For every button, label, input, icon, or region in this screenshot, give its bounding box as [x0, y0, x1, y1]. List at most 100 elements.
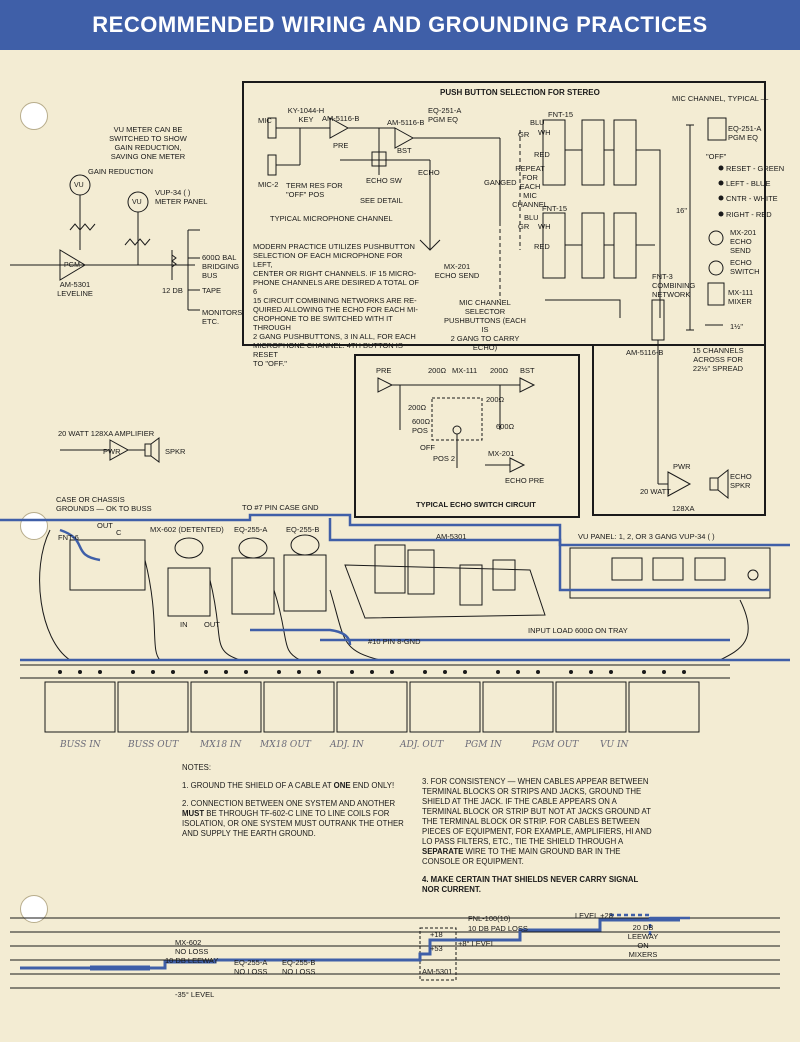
- out2-label: OUT: [204, 620, 220, 629]
- pwr-left-label: PWR: [103, 447, 121, 456]
- punch-hole: [20, 512, 48, 540]
- gain-reduction-label: GAIN REDUCTION: [88, 167, 154, 176]
- echo-box-title: TYPICAL ECHO SWITCH CIRCUIT: [416, 500, 536, 509]
- blu-label: BLU: [530, 118, 545, 127]
- eq251-pgm-label: EQ-251-A PGM EQ: [428, 106, 462, 124]
- jack-label: MX18 OUT: [260, 740, 311, 750]
- ky1044-key-label: KY-1044-H KEY: [287, 106, 325, 124]
- am5116-pre-label: AM-5116-B: [322, 114, 360, 123]
- red2-label: RED: [534, 242, 550, 251]
- dim-1-5-label: 1½": [730, 322, 744, 331]
- level-plus53-label: +53: [430, 944, 443, 953]
- echo-spkr-label: ECHO SPKR: [730, 472, 752, 490]
- am5301-hardware-label: AM-5301: [436, 532, 467, 541]
- gr-label: GR: [518, 130, 530, 139]
- echo-label: ECHO: [418, 168, 440, 177]
- am5116-bst-label: AM-5116-B: [387, 118, 425, 127]
- level-am5301-label: AM-5301: [422, 967, 453, 976]
- see-detail-label: SEE DETAIL: [360, 196, 403, 205]
- pos2-label: POS 2: [433, 454, 456, 463]
- vu-switch-note: VU METER CAN BE SWITCHED TO SHOW GAIN RE…: [109, 125, 187, 161]
- bal-bus-label: 600Ω BAL BRIDGING BUS: [202, 253, 240, 280]
- vu-meter-label: VU: [74, 182, 84, 189]
- note-1: 1. GROUND THE SHIELD OF A CABLE AT ONE E…: [182, 781, 395, 790]
- fifteen-channels-label: 15 CHANNELS ACROSS FOR 22½" SPREAD: [692, 346, 744, 373]
- spkr-label: SPKR: [165, 447, 186, 456]
- 12db-label: 12 db: [162, 286, 183, 295]
- mx111-label: MX-111: [452, 366, 478, 375]
- red-label: RED: [534, 150, 550, 159]
- to-pin7-label: TO #7 PIN CASE GND: [242, 503, 319, 512]
- level-35-label: -35° LEVEL: [175, 990, 215, 999]
- left-blue-label: LEFT - BLUE: [726, 179, 771, 188]
- ganged-label: GANGED: [484, 178, 517, 187]
- pre-label: PRE: [333, 141, 349, 150]
- 20w-amplifier-label: 20 WATT 128XA AMPLIFIER: [58, 429, 155, 438]
- level-eq255a-label: EQ-255-A NO LOSS: [234, 958, 268, 976]
- r200d-label: 200Ω: [486, 395, 505, 404]
- fnt3-symbol: [651, 299, 665, 341]
- level-pad10-label: 10 DB PAD LOSS: [468, 924, 528, 933]
- jack-label: VU IN: [600, 740, 629, 750]
- am5116-output-label: AM-5116-B: [626, 348, 664, 357]
- jack-label: PGM OUT: [532, 740, 579, 750]
- gr2-label: GR: [518, 222, 530, 231]
- echo-mx201-label: MX-201: [488, 449, 515, 458]
- mx201-echo-send-label: MX-201 ECHO SEND: [434, 262, 480, 280]
- bst-label: BST: [397, 146, 412, 155]
- level-mx602-label: MX-602: [175, 938, 202, 947]
- wh2-label: WH: [538, 222, 551, 231]
- stereo-box-title: PUSH BUTTON SELECTION FOR STEREO: [440, 88, 600, 97]
- echo-switch-label: ECHO SWITCH: [730, 258, 760, 276]
- dim-16-label: 16": [676, 206, 688, 215]
- mx602-label: MX-602 (DETENTED): [150, 525, 224, 534]
- c-label: C: [116, 528, 122, 537]
- pgm-amplifier-symbol: [59, 249, 86, 281]
- mic-label: MIC: [258, 116, 272, 125]
- pre-amplifier-symbol: [329, 117, 350, 139]
- jack-label: ADJ. OUT: [400, 740, 444, 750]
- off-legend-label: "OFF": [706, 152, 727, 161]
- notes-right-column: 3. FOR CONSISTENCY — WHEN CABLES APPEAR …: [422, 777, 652, 903]
- cntr-white-label: CNTR - WHITE: [726, 194, 778, 203]
- microphone-symbol: [267, 154, 277, 176]
- notes-left-column: NOTES: 1. GROUND THE SHIELD OF A CABLE A…: [182, 763, 407, 847]
- punch-hole: [20, 102, 48, 130]
- modern-practice-note: MODERN PRACTICE UTILIZES PUSHBUTTON SELE…: [253, 242, 420, 368]
- microphone-symbol: [267, 117, 277, 139]
- page-title: RECOMMENDED WIRING AND GROUNDING PRACTIC…: [0, 0, 800, 50]
- input-load-label: INPUT LOAD 600Ω ON TRAY: [528, 626, 628, 635]
- booster-amplifier-symbol: [394, 127, 415, 149]
- fnt15-top-label: FNT-15: [548, 110, 574, 119]
- mic2-label: MIC-2: [258, 180, 279, 189]
- fnt6-label: FNT-6: [58, 533, 79, 542]
- am5301-leveline-label: AM-5301 LEVELINE: [57, 280, 93, 298]
- notes-heading: NOTES:: [182, 763, 212, 772]
- term-res-label: TERM RES FOR "OFF" POS: [286, 181, 343, 199]
- mx111-mixer-label: MX-111 MIXER: [728, 288, 754, 306]
- r600b-label: 600Ω: [496, 422, 515, 431]
- reset-green-label: RESET - GREEN: [726, 164, 785, 173]
- r200b-label: 200Ω: [490, 366, 509, 375]
- note-4: 4. MAKE CERTAIN THAT SHIELDS NEVER CARRY…: [422, 875, 639, 894]
- level-fnl100-label: FNL-100(10): [468, 914, 511, 923]
- jack-label: BUSS IN: [60, 740, 101, 750]
- echo-send-knob: [708, 230, 724, 246]
- jack-label: ADJ. IN: [330, 740, 364, 750]
- r200a-label: 200Ω: [428, 366, 447, 375]
- level-plus28-label: LEVEL +28: [575, 911, 613, 920]
- level-leeway20-label: 20 DB LEEWAY ON MIXERS: [627, 923, 659, 959]
- monitors-label: MONITORS ETC.: [202, 308, 243, 326]
- echo-switch-box: [354, 354, 580, 518]
- mx201-send-label: MX-201 ECHO SEND: [730, 228, 757, 255]
- level-trace: [20, 918, 680, 970]
- pin10-label: #10 PIN 8-GND: [368, 637, 421, 646]
- pwr-right-label: PWR: [673, 462, 691, 471]
- mic-channel-typical-label: MIC CHANNEL, TYPICAL —: [672, 94, 769, 103]
- eq255a-label: EQ-255-A: [234, 525, 268, 534]
- mic-channel-box: [592, 82, 766, 516]
- am5301-chassis: [344, 564, 546, 619]
- vu-panel-label: VU PANEL: 1, 2, OR 3 GANG VUP-34 ( ): [578, 532, 715, 541]
- fnt3-combining-label: FNT-3 COMBINING NETWORK: [652, 272, 696, 299]
